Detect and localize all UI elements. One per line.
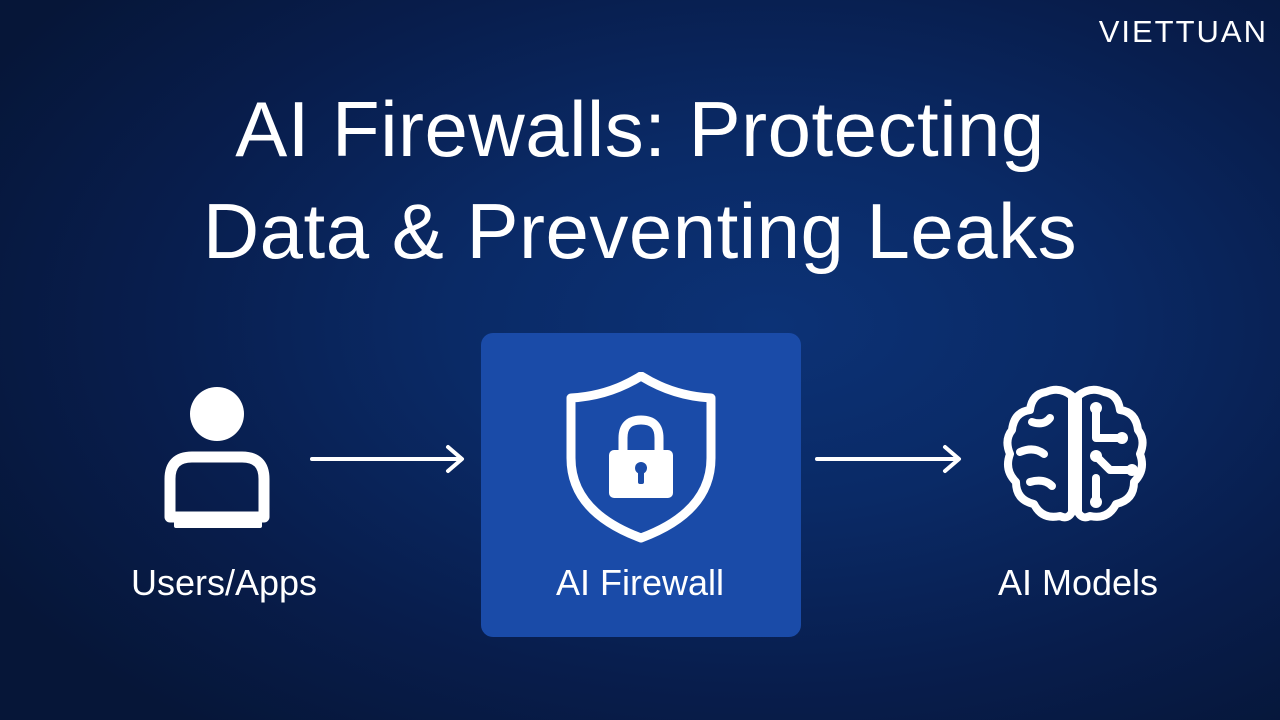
brain-circuit-icon <box>1003 385 1147 522</box>
node-label-users-apps: Users/Apps <box>130 562 318 603</box>
arrow-to-models <box>815 445 961 473</box>
shield-lock-icon <box>566 372 716 543</box>
user-laptop-icon <box>164 387 270 528</box>
brand-logo: VIETTUAN <box>1098 14 1268 49</box>
node-label-ai-firewall: AI Firewall <box>555 562 725 603</box>
arrow-to-firewall <box>310 445 464 473</box>
node-label-ai-models: AI Models <box>997 562 1159 603</box>
title-line-1: AI Firewalls: Protecting <box>235 85 1045 173</box>
title-line-2: Data & Preventing Leaks <box>202 187 1078 275</box>
page-title: AI Firewalls: Protecting Data & Preventi… <box>0 78 1280 282</box>
